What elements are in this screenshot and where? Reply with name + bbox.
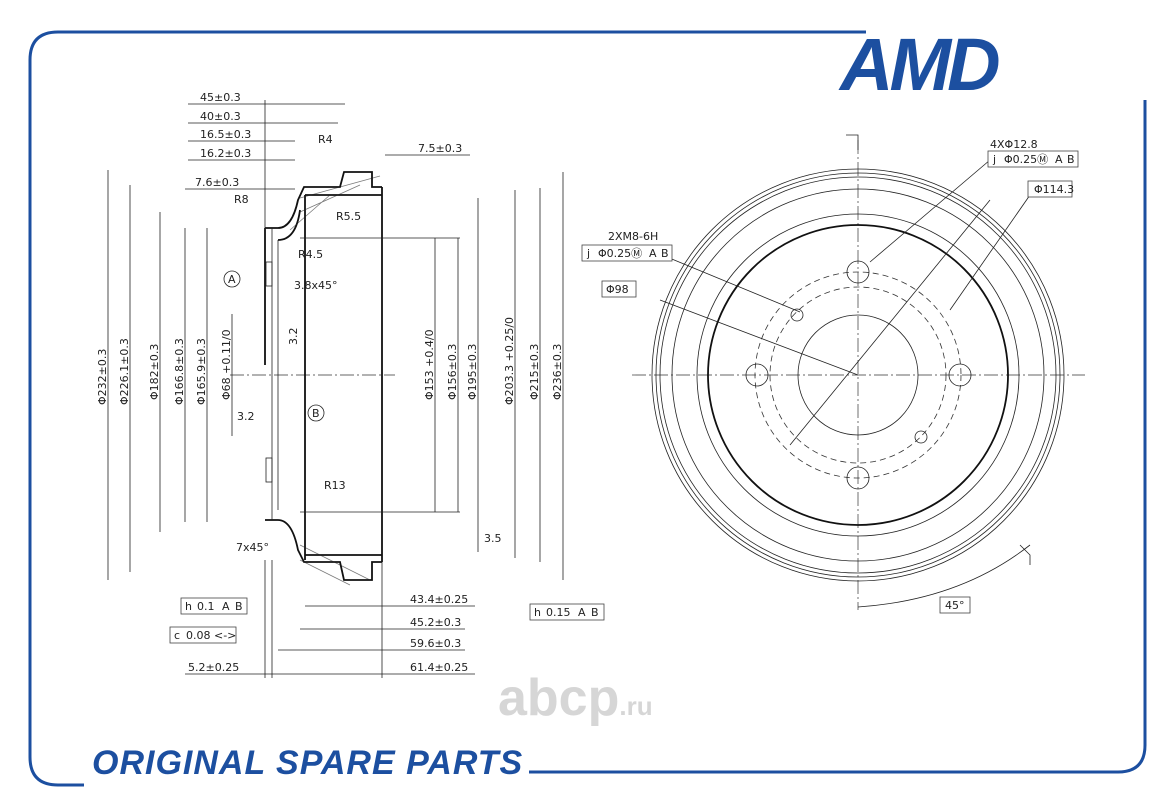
- frame3-symbol: h: [534, 606, 541, 619]
- dim-d153: Φ153 +0.4/0: [423, 329, 436, 400]
- angle-label: 45°: [945, 599, 965, 612]
- frame1-ref-b: B: [235, 600, 243, 613]
- dim-43-4: 43.4±0.25: [410, 593, 468, 606]
- top-dimensions: 45±0.3 40±0.3 16.5±0.3 16.2±0.3 7.6±0.3 …: [185, 91, 502, 554]
- section-view: [230, 171, 460, 586]
- dim-d236: Φ236±0.3: [551, 344, 564, 400]
- bolt-frame-value: Φ0.25Ⓜ: [1004, 153, 1048, 166]
- dim-d165-9: Φ165.9±0.3: [195, 338, 208, 405]
- frame-border: [28, 30, 1147, 787]
- thread-label: 2XM8-6H: [608, 230, 658, 243]
- frame3-ref-a: A: [578, 606, 586, 619]
- radius-r4: R4: [318, 133, 333, 146]
- thread-frame-value: Φ0.25Ⓜ: [598, 247, 642, 260]
- dim-40: 40±0.3: [200, 110, 241, 123]
- dim-d226: Φ226.1±0.3: [118, 338, 131, 405]
- frame1-value: 0.1: [197, 600, 215, 613]
- bolt-holes-label: 4XΦ12.8: [990, 138, 1038, 151]
- dim-59-6: 59.6±0.3: [410, 637, 461, 650]
- radius-r5-5: R5.5: [336, 210, 361, 223]
- radius-r4-5: R4.5: [298, 248, 323, 261]
- dim-45: 45±0.3: [200, 91, 241, 104]
- dim-16-5: 16.5±0.3: [200, 128, 251, 141]
- diameter-dimensions: Φ232±0.3 Φ226.1±0.3 Φ182±0.3 Φ166.8±0.3 …: [96, 170, 564, 580]
- front-view: [632, 134, 1085, 610]
- bolt-hole: [846, 466, 870, 490]
- front-view-annotations: 4XΦ12.8 j Φ0.25Ⓜ A B Φ114.3 2XM8-6H j Φ0…: [581, 138, 1079, 614]
- roughness-3-2-a: 3.2: [237, 410, 255, 423]
- chamfer-3-8: 3.8x45°: [294, 279, 338, 292]
- bolt-hole: [745, 363, 769, 387]
- dim-d68: Φ68 +0.11/0: [220, 329, 233, 400]
- thread-hole: [914, 430, 928, 444]
- bolt-hole: [846, 260, 870, 284]
- roughness-3-2-b: 3.2: [287, 328, 300, 346]
- dim-5-2: 5.2±0.25: [188, 661, 239, 674]
- dim-7-6: 7.6±0.3: [195, 176, 239, 189]
- bolt-frame-symbol: j: [992, 153, 996, 166]
- frame2-value: 0.08 <->: [186, 629, 236, 642]
- thread-frame-symbol: j: [586, 247, 590, 260]
- pcd-label: Φ114.3: [1034, 183, 1074, 196]
- chamfer-7: 7x45°: [236, 541, 269, 554]
- brand-logo: AMD: [840, 23, 1001, 106]
- watermark: abcp.ru: [498, 668, 653, 728]
- frame3-ref-b: B: [591, 606, 599, 619]
- dim-d166-8: Φ166.8±0.3: [173, 338, 186, 405]
- roughness-3-5: 3.5: [484, 532, 502, 545]
- watermark-main: abcp: [498, 669, 620, 727]
- frame2-symbol: c: [174, 629, 180, 642]
- thread-frame-ref-b: B: [661, 247, 669, 260]
- dim-d195: Φ195±0.3: [466, 344, 479, 400]
- radius-r8: R8: [234, 193, 249, 206]
- dim-45-2: 45.2±0.3: [410, 616, 461, 629]
- dim-16-2: 16.2±0.3: [200, 147, 251, 160]
- watermark-suffix: .ru: [619, 691, 653, 721]
- dim-d156: Φ156±0.3: [446, 344, 459, 400]
- bolt-frame-ref-b: B: [1067, 153, 1075, 166]
- bolt-hole: [948, 363, 972, 387]
- frame1-symbol: h: [185, 600, 192, 613]
- dim-7-5: 7.5±0.3: [418, 142, 462, 155]
- datum-a: A: [228, 273, 236, 286]
- dim-d232: Φ232±0.3: [96, 349, 109, 405]
- dim-d215: Φ215±0.3: [528, 344, 541, 400]
- dim-d182: Φ182±0.3: [148, 344, 161, 400]
- brand-tagline: ORIGINAL SPARE PARTS: [86, 744, 530, 783]
- bolt-frame-ref-a: A: [1055, 153, 1063, 166]
- bottom-dimensions: 43.4±0.25 45.2±0.3 59.6±0.3 61.4±0.25 5.…: [169, 560, 605, 678]
- dim-61-4: 61.4±0.25: [410, 661, 468, 674]
- dim-d203: Φ203.3 +0.25/0: [503, 317, 516, 405]
- frame3-value: 0.15: [546, 606, 571, 619]
- thread-hole: [790, 308, 804, 322]
- frame1-ref-a: A: [222, 600, 230, 613]
- inner-pcd-label: Φ98: [606, 283, 629, 296]
- radius-r13: R13: [324, 479, 346, 492]
- datum-b: B: [312, 407, 320, 420]
- thread-frame-ref-a: A: [649, 247, 657, 260]
